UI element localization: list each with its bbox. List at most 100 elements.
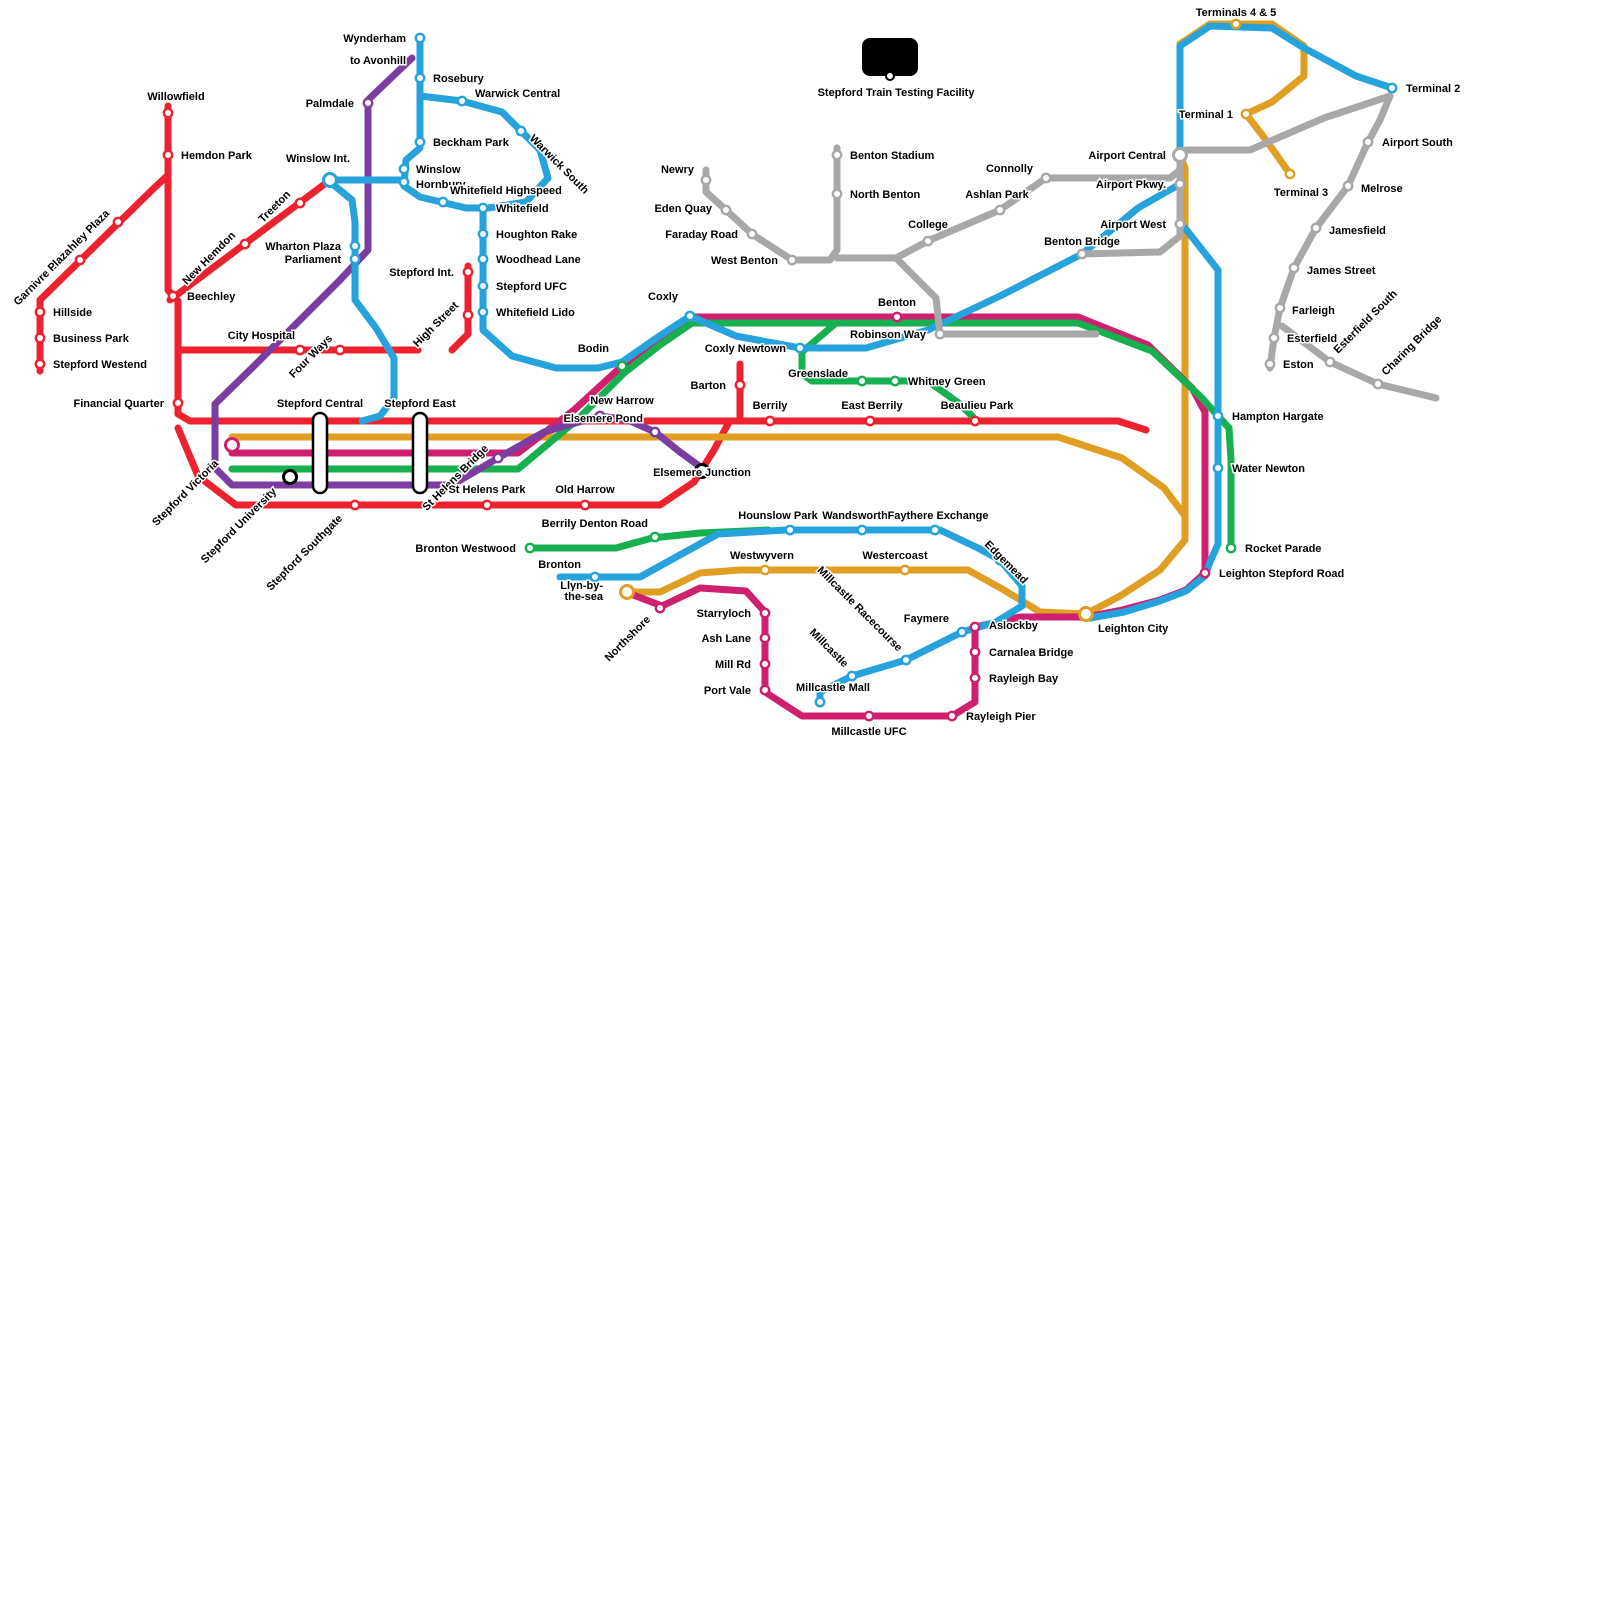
station-label-benton-bridge: Benton Bridge: [1044, 236, 1120, 248]
station-label-carnalea-bridge: Carnalea Bridge: [989, 647, 1073, 659]
station-dot-beechley: [167, 290, 179, 302]
station-label-wynderham: Wynderham: [343, 33, 406, 45]
station-label-faymere: Faymere: [904, 613, 949, 625]
station-label-airport-pkwy: Airport Pkwy.: [1096, 179, 1166, 191]
station-dot-rosebury: [414, 72, 426, 84]
station-label-charing-bridge: Charing Bridge: [1380, 313, 1445, 378]
station-dot-business-park: [34, 332, 46, 344]
route-line-gray-robinson: [892, 254, 1100, 338]
station-dot-northshore: [654, 602, 666, 614]
station-dot-westercoast: [899, 564, 911, 576]
station-label-terminals-4-5: Terminals 4 & 5: [1196, 7, 1277, 19]
station-label-high-street: High Street: [411, 299, 461, 349]
station-label-whitney-green: Whitney Green: [908, 376, 986, 388]
station-dot-millcastle-racecourse: [900, 654, 912, 666]
station-dot-wharton-plaza: [349, 240, 361, 252]
station-label-melrose: Melrose: [1361, 183, 1403, 195]
station-label-bronton: Bronton: [538, 559, 581, 571]
station-label-westwyvern: Westwyvern: [730, 550, 794, 562]
station-dot-elsemere-junction: [694, 463, 710, 479]
station-label-beechley: Beechley: [187, 291, 236, 303]
station-label-terminal-1: Terminal 1: [1179, 109, 1233, 121]
station-dot-hillside: [34, 306, 46, 318]
station-dot-eston: [1264, 358, 1276, 370]
station-dot-college: [922, 235, 934, 247]
station-dot-hornbury: [398, 176, 410, 188]
station-dot-elsemere-pond: [649, 426, 661, 438]
station-dot-millcastle-ufc: [863, 710, 875, 722]
station-label-mill-rd: Mill Rd: [715, 659, 751, 671]
station-dot-greenslade: [856, 375, 868, 387]
station-dot-mill-rd: [759, 658, 771, 670]
station-label-ash-lane: Ash Lane: [701, 633, 751, 645]
station-dot-robinson-way: [934, 328, 946, 340]
station-dot-airport-pkwy: [1174, 178, 1186, 190]
station-interchange-stepford-east: [411, 411, 429, 495]
station-dot-bronton-westwood: [524, 542, 536, 554]
station-dot-whitney-green: [889, 375, 901, 387]
station-label-connolly: Connolly: [986, 163, 1034, 175]
station-label-berrily-denton-road: Berrily Denton Road: [542, 518, 648, 530]
station-label-barton: Barton: [691, 380, 727, 392]
station-label-farleigh: Farleigh: [1292, 305, 1335, 317]
station-label-parliament: Parliament: [285, 254, 342, 266]
station-dot-ash-lane: [759, 632, 771, 644]
station-label-willowfield: Willowfield: [147, 91, 204, 103]
station-label-financial-quarter: Financial Quarter: [74, 398, 165, 410]
station-dot-wynderham: [414, 32, 426, 44]
station-dot-beckham-park: [414, 136, 426, 148]
station-dot-whitefield: [477, 202, 489, 214]
station-label-west-benton: West Benton: [711, 255, 778, 267]
station-label-airport-central: Airport Central: [1088, 150, 1166, 162]
station-label-east-berrily: East Berrily: [841, 400, 903, 412]
station-interchange-stepford-central: [311, 411, 329, 495]
station-dot-faythere-exchange: [929, 524, 941, 536]
station-dot-financial-quarter: [172, 397, 184, 409]
station-dot-warwick-central: [456, 95, 468, 107]
station-dot-edgemead: [994, 554, 1006, 566]
station-dot-charing-bridge: [1372, 378, 1384, 390]
route-line-orange-main: [228, 433, 1189, 618]
route-line-red-main: [164, 102, 1150, 434]
station-dot-north-benton: [831, 188, 843, 200]
station-label-faythere-exchange: Faythere Exchange: [888, 510, 989, 522]
station-label-ashlan-park: Ashlan Park: [965, 189, 1029, 201]
station-label-stepford-victoria: Stepford Victoria: [150, 457, 222, 529]
station-dot-water-newton: [1212, 462, 1224, 474]
station-dot-berrily: [764, 415, 776, 427]
station-dot-beechley-plaza: [112, 216, 124, 228]
station-label-leighton-stepford-road: Leighton Stepford Road: [1219, 568, 1344, 580]
station-dot-connolly: [1040, 172, 1052, 184]
station-dot-west-benton: [786, 254, 798, 266]
station-label-stepford-ufc: Stepford UFC: [496, 281, 567, 293]
station-dot-bodin: [616, 360, 628, 372]
station-dot-st-helens-bridge: [492, 452, 504, 464]
station-dot-rocket-parade: [1225, 542, 1237, 554]
station-label-stepford-central: Stepford Central: [277, 398, 363, 410]
station-label-winslow-int: Winslow Int.: [286, 153, 350, 165]
station-dot-garnivre-plaza: [74, 254, 86, 266]
route-line-orange-airport: [1176, 20, 1308, 524]
station-label-bronton-westwood: Bronton Westwood: [415, 543, 516, 555]
station-label-bodin: Bodin: [578, 343, 609, 355]
station-label-aslockby: Aslockby: [989, 620, 1039, 632]
station-dot-stepford-victoria: [224, 437, 240, 453]
route-line-red-south: [174, 420, 732, 509]
station-dot-palmdale: [362, 97, 374, 109]
station-dot-whitefield-lido: [477, 306, 489, 318]
station-label-rocket-parade: Rocket Parade: [1245, 543, 1321, 555]
testing-facility-label: Stepford Train Testing Facility: [818, 87, 976, 99]
station-dot-stepford-int: [462, 266, 474, 278]
route-line-red-highstreet: [448, 262, 472, 354]
station-label-whitefield-lido: Whitefield Lido: [496, 307, 575, 319]
route-line-blue-wharton: [326, 178, 398, 425]
station-dot-hounslow-park: [784, 524, 796, 536]
station-label-north-benton: North Benton: [850, 189, 921, 201]
station-label-water-newton: Water Newton: [1232, 463, 1305, 475]
station-dot-woodhead-lane: [477, 253, 489, 265]
station-label-rosebury: Rosebury: [433, 73, 485, 85]
station-dot-winslow-int: [322, 172, 338, 188]
station-dot-eden-quay: [720, 204, 732, 216]
station-dot-esterfield: [1268, 332, 1280, 344]
station-label-hillside: Hillside: [53, 307, 92, 319]
